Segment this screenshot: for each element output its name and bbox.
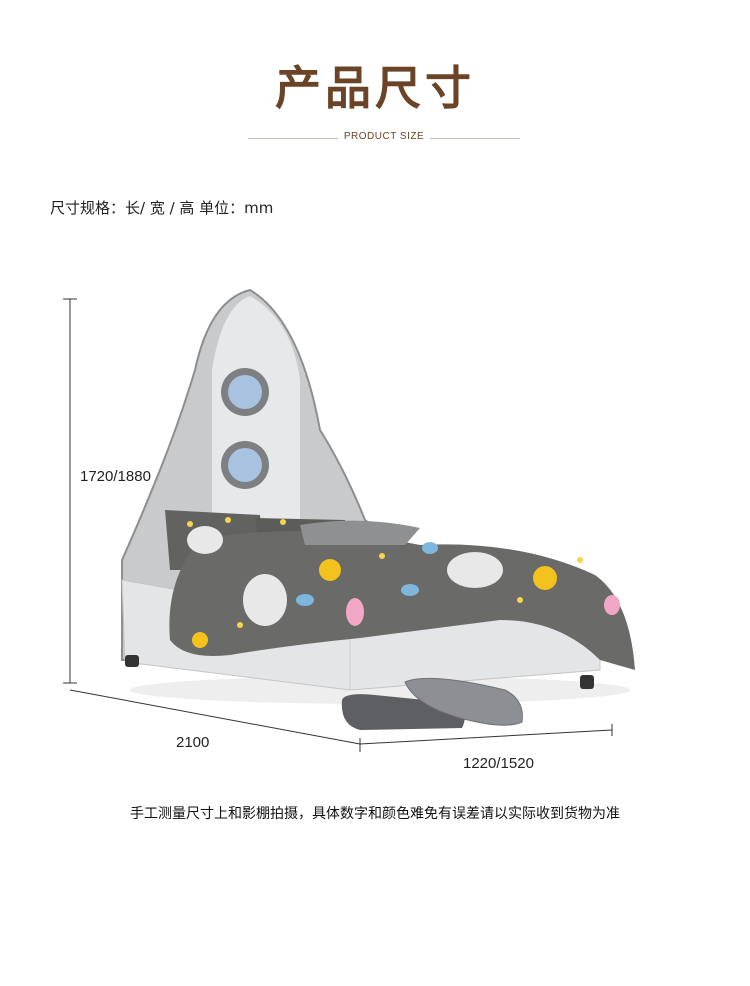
dimension-lines <box>63 298 613 752</box>
length-dimension-label: 2100 <box>176 734 210 751</box>
divider-right <box>430 138 520 139</box>
measurement-note: 手工测量尺寸上和影棚拍摄，具体数字和颜色难免有误差请以实际收到货物为准 <box>130 806 620 822</box>
bedding <box>165 510 635 670</box>
width-dimension-label: 1220/1520 <box>463 755 534 772</box>
height-dimension-label: 1720/1880 <box>80 468 151 485</box>
page-title: 产品尺寸 <box>275 61 475 115</box>
floor-pillows <box>341 677 523 730</box>
subtitle-row: PRODUCT SIZE <box>248 130 520 146</box>
page-subtitle: PRODUCT SIZE <box>343 131 425 142</box>
divider-left <box>248 138 338 139</box>
spec-text: 尺寸规格：长/ 宽 / 高 单位：mm <box>50 199 274 217</box>
